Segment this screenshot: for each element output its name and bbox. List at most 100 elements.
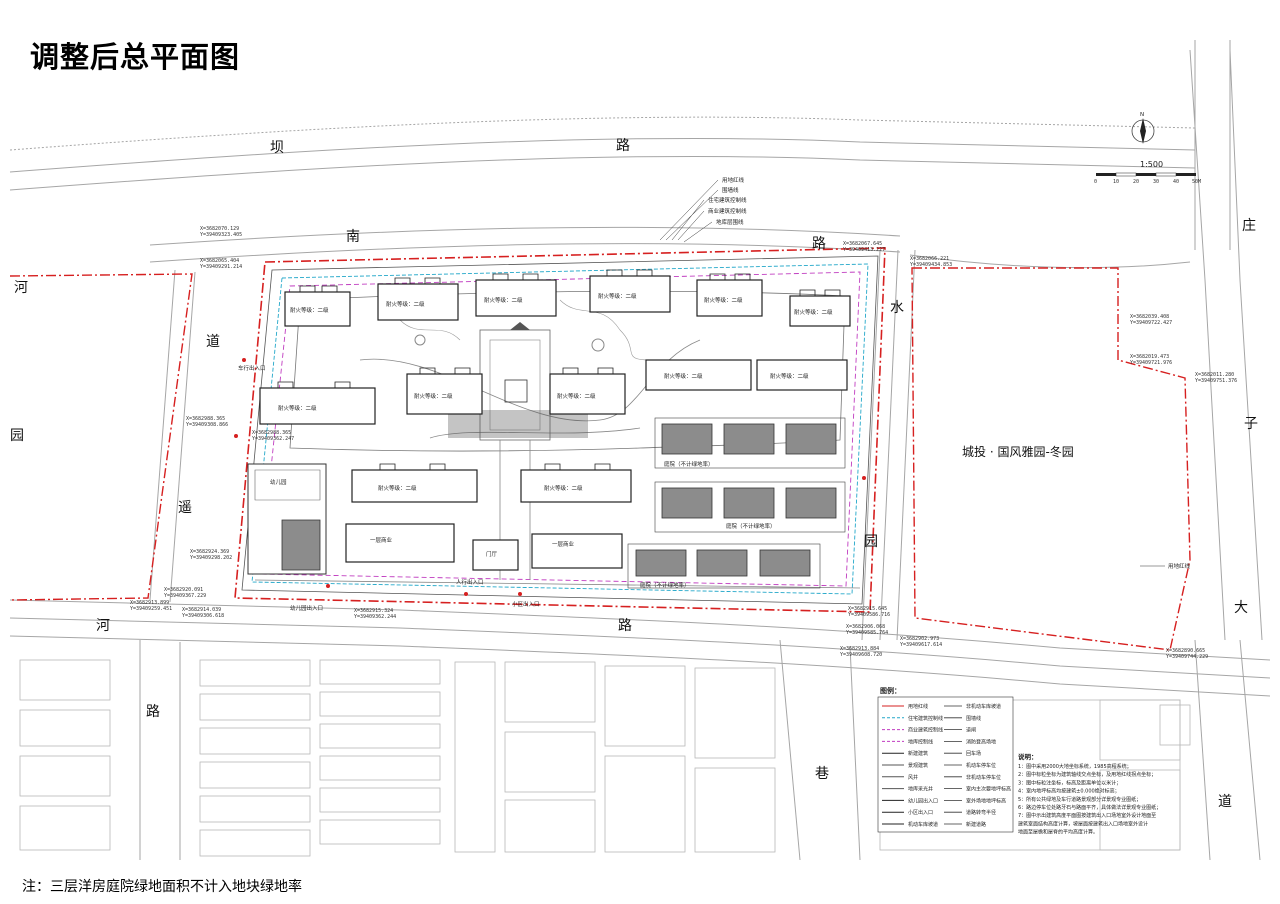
building-6-label: 耐火等级：二级 <box>794 308 833 316</box>
building-labels: 耐火等级：二级 耐火等级：二级 耐火等级：二级 耐火等级：二级 耐火等级：二级 … <box>238 292 833 612</box>
legend-item-left-5: 景观建筑 <box>908 762 928 769</box>
coord-y-0: Y=39409323.405 <box>200 232 242 238</box>
road-network <box>9 40 1271 861</box>
callout-garage-line: 地库层围线 <box>716 218 744 226</box>
road-label-north-1: 坝 <box>270 140 284 156</box>
coord-x-13: X=3682915.324 <box>354 608 393 614</box>
callouts: 用地红线 围墙线 住宅建筑控制线 商业建筑控制线 地库层围线 用地红线 <box>659 176 1191 570</box>
legend-item-left-1: 住宅建筑控制线 <box>908 715 943 722</box>
legend-rows: 用地红线非机动车库坡道住宅建筑控制线围墙线商业建筑控制线道闸地库控制线消防登高场… <box>882 703 1011 828</box>
building-1-label: 耐火等级：二级 <box>290 306 329 314</box>
building-3-label: 耐火等级：二级 <box>484 296 523 304</box>
road-label-south-2: 路 <box>618 618 632 634</box>
coord-x-2: X=3682067.645 <box>843 241 882 247</box>
road-label-west-3: 遥 <box>178 500 192 516</box>
coord-x-12: X=3682914.039 <box>182 607 221 613</box>
building-notches <box>277 269 841 470</box>
note-line-2: 3：图中标粒注坐标，标高及距离单位以米计； <box>1018 779 1121 786</box>
coord-x-8: X=3682988.365 <box>252 430 291 436</box>
building-5 <box>696 279 763 317</box>
notes-lines: 1：图中采用2000大地坐标系统，1985高程系统；2：图中标粒坐标为建筑轴线交… <box>1018 763 1161 836</box>
building-11 <box>756 359 848 391</box>
legend-item-left-9: 小区出入口 <box>908 809 933 816</box>
building-2 <box>377 283 459 321</box>
villa-label-3: 庭院（不计绿地率） <box>640 581 690 589</box>
legend-item-left-6: 风井 <box>908 774 918 781</box>
scale-tick-0: 0 <box>1094 179 1097 185</box>
building-5-label: 耐火等级：二级 <box>704 296 743 304</box>
coord-x-0: X=3682070.129 <box>200 226 239 232</box>
building-13 <box>520 469 632 503</box>
legend-item-right-4: 回车场 <box>966 750 981 757</box>
legend-item-right-7: 室内主次要地坪标高 <box>966 786 1011 793</box>
legend-item-left-8: 幼儿园出入口 <box>908 797 938 804</box>
entrance-label-3: 幼儿园出入口 <box>290 604 323 612</box>
scale-bar: 1:500 0 10 20 30 40 50M <box>1094 160 1201 185</box>
legend-item-right-0: 非机动车库坡道 <box>966 703 1001 710</box>
building-4-label: 耐火等级：二级 <box>598 292 637 300</box>
building-7 <box>259 387 376 425</box>
coord-x-14: X=3682915.645 <box>848 606 887 612</box>
footnote: 注：三层洋房庭院绿地面积不计入地块绿地率 <box>22 879 302 895</box>
coord-y-14: Y=39409586.716 <box>848 612 890 618</box>
road-label-north-2: 路 <box>616 138 630 154</box>
road-label-fareast-2: 子 <box>1244 416 1258 432</box>
road-label-south-1: 河 <box>96 618 110 634</box>
building-3 <box>475 279 557 317</box>
villa-label-1: 庭院（不计绿地率） <box>664 460 714 468</box>
kindergarten-label: 幼儿园 <box>270 478 287 486</box>
building-11-label: 耐火等级：二级 <box>770 372 809 380</box>
road-label-southwest: 路 <box>146 704 160 720</box>
note-line-0: 1：图中采用2000大地坐标系统，1985高程系统； <box>1018 763 1132 770</box>
legend-item-right-10: 新建道路 <box>966 821 986 828</box>
building-9 <box>549 373 626 415</box>
building-10-label: 耐火等级：二级 <box>664 372 703 380</box>
coord-x-7: X=3682988.365 <box>186 416 225 422</box>
scale-label: 1:500 <box>1140 160 1163 169</box>
coord-y-5: Y=39409721.976 <box>1130 360 1172 366</box>
road-label-fareast-3: 大 <box>1234 600 1248 616</box>
legend-item-left-0: 用地红线 <box>908 703 928 710</box>
callout-site-line: 用地红线 <box>722 176 745 184</box>
coord-y-16: Y=39409617.614 <box>900 642 942 648</box>
coord-y-13: Y=39409362.244 <box>354 614 396 620</box>
entrance-label-2: 车行出入口 <box>238 364 266 372</box>
kindergarten <box>247 463 327 575</box>
notes-heading: 说明： <box>1018 752 1038 761</box>
legend-item-left-7: 地库采光井 <box>908 786 933 793</box>
legend-item-right-6: 非机动车停车位 <box>966 774 1001 781</box>
callout-residential-control: 住宅建筑控制线 <box>708 196 747 204</box>
building-10 <box>645 359 752 391</box>
coord-y-9: Y=39409298.202 <box>190 555 232 561</box>
coord-x-4: X=3682039.408 <box>1130 314 1169 320</box>
commercial-label-1: 一层商业 <box>370 536 393 544</box>
building-12 <box>351 469 478 503</box>
coord-y-10: Y=39409367.229 <box>164 593 206 599</box>
legend-item-right-9: 道路转弯半径 <box>966 809 996 816</box>
legend-item-right-5: 机动车停车位 <box>966 762 996 769</box>
road-label-east-1: 水 <box>890 300 904 316</box>
coord-y-12: Y=39409306.618 <box>182 613 224 619</box>
building-8 <box>406 373 483 415</box>
page-title: 调整后总平面图 <box>30 40 241 74</box>
legend-heading: 图例： <box>880 686 901 695</box>
road-label-west-4: 园 <box>10 428 24 444</box>
coord-x-3: X=3682066.221 <box>910 256 949 262</box>
building-6 <box>789 295 851 327</box>
road-label-west-2: 道 <box>206 334 220 350</box>
coord-y-17: Y=39409608.720 <box>840 652 882 658</box>
gate-label: 门厅 <box>486 550 498 558</box>
coord-y-1: Y=39409291.214 <box>200 264 242 270</box>
legend-item-left-3: 地库控制线 <box>908 738 933 745</box>
coord-y-4: Y=39409722.427 <box>1130 320 1172 326</box>
neighbor-site-line <box>911 267 1191 651</box>
north-letter: N <box>1140 112 1144 118</box>
coord-y-18: Y=39409744.229 <box>1166 654 1208 660</box>
surrounding-blocks <box>19 659 1191 857</box>
scale-tick-2: 20 <box>1133 179 1139 185</box>
road-labels: 坝 路 南 路 河 道 遥 园 河 路 路 水 园 庄 子 大 道 巷 <box>10 138 1258 810</box>
building-9-label: 耐火等级：二级 <box>557 392 596 400</box>
coord-x-18: X=3682890.665 <box>1166 648 1205 654</box>
coord-y-2: Y=39409413.227 <box>843 247 885 253</box>
